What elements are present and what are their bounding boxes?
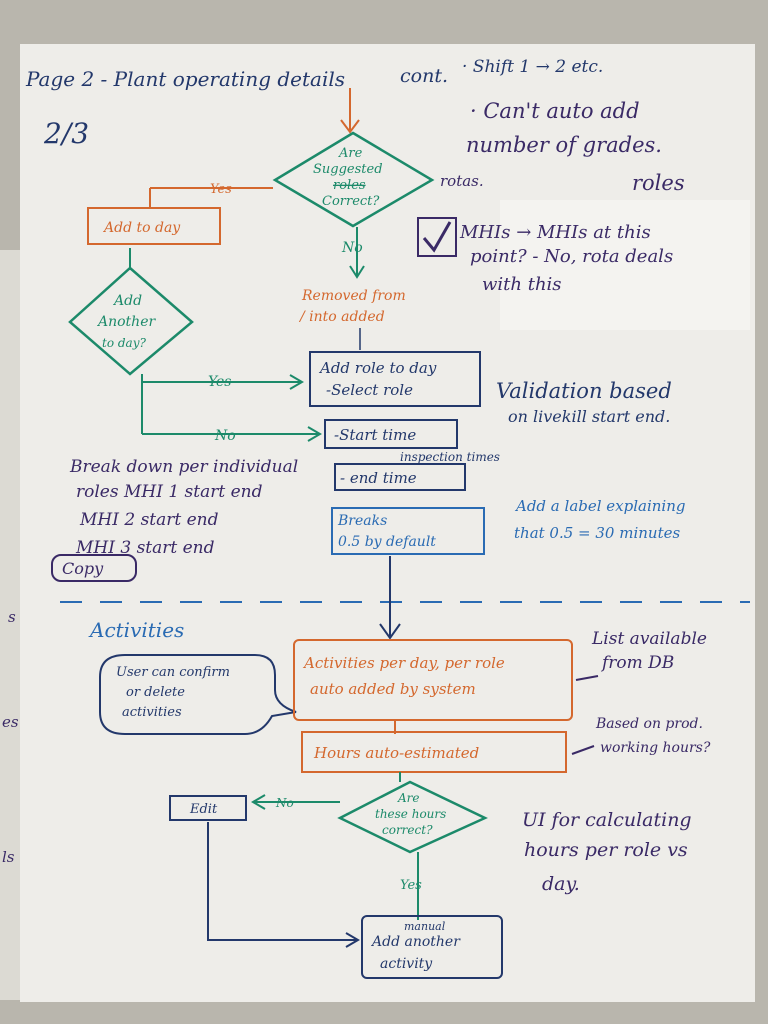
decision2-line2: Another: [96, 314, 156, 330]
start-time-label: -Start time: [334, 426, 416, 444]
breaks-box: [331, 507, 485, 555]
removed-line1: Removed from: [301, 288, 406, 304]
decision1-line1: Are: [338, 146, 363, 161]
left-note-line2: roles MHI 1 start end: [76, 482, 263, 502]
label-note-line2: that 0.5 = 30 minutes: [514, 524, 680, 542]
add-role-line1: Add role to day: [318, 359, 437, 377]
inspection-note: inspection times: [400, 450, 500, 464]
decision2-line1: Add: [112, 293, 142, 309]
add-activity-box: [361, 915, 503, 979]
add-to-day-box: [87, 207, 221, 245]
header-cont: cont.: [400, 65, 448, 87]
no3-arrowhead: [251, 794, 266, 810]
bubble-line3: activities: [122, 705, 182, 720]
checkbox-ticked: [417, 217, 457, 257]
cant-add-line1: · Can't auto add: [470, 99, 640, 123]
end-time-label: - end time: [340, 469, 417, 487]
start-time-box: [324, 419, 458, 449]
left-note-line4: MHI 3 start end: [75, 538, 215, 558]
manual-label: manual: [404, 920, 446, 933]
rotas-note: rotas.: [440, 172, 484, 190]
breaks-line2: 0.5 by default: [338, 534, 436, 550]
hours-box-label: Hours auto-estimated: [313, 744, 479, 762]
yes2-arrowhead: [289, 374, 304, 390]
mhis-line1: MHIs → MHIs at this: [459, 222, 651, 243]
edge-fragment-2: es: [2, 713, 19, 731]
edit-to-add-activity: [207, 822, 356, 941]
ui-note-line3: day.: [542, 873, 580, 895]
list-note-line2: from DB: [600, 653, 674, 673]
left-note-line1: Break down per individual: [69, 457, 298, 477]
mhis-line3: with this: [482, 274, 562, 295]
edge-fragment-1: s: [8, 608, 16, 626]
edge-fragment-3: ls: [2, 848, 15, 866]
mhis-line2: point? - No, rota deals: [470, 246, 673, 267]
bubble-line1: User can confirm: [116, 665, 230, 680]
no2-label: No: [214, 428, 236, 444]
no1-label: No: [341, 240, 363, 256]
speech-bubble: [99, 654, 297, 735]
edit-arrowhead: [345, 932, 360, 948]
add-role-line2: -Select role: [326, 381, 413, 399]
yes3-label: Yes: [400, 878, 422, 893]
decision2-line3: to day?: [102, 336, 146, 350]
hours-box: [301, 731, 567, 773]
decision1-diamond: [272, 131, 435, 228]
add-role-box: [309, 351, 481, 407]
cant-add-line3: roles: [632, 171, 685, 195]
validation-line2: on livekill start end.: [508, 407, 670, 426]
ui-note-line2: hours per role vs: [524, 839, 688, 861]
no2-arrowhead: [307, 426, 322, 442]
edit-box: [169, 795, 247, 821]
decision3-line2: these hours: [375, 807, 446, 821]
decision1-line4: Correct?: [322, 194, 380, 209]
based-note-line2: working hours?: [600, 740, 711, 756]
breaks-to-activities-arrowhead: [379, 623, 401, 640]
header-title: Page 2 - Plant operating details: [25, 67, 345, 91]
paper-glare: [500, 200, 750, 330]
decision3-line3: correct?: [382, 823, 433, 837]
decision1-line3: roles: [333, 178, 366, 193]
no3-label: No: [275, 796, 294, 810]
activities-box-line1: Activities per day, per role: [302, 654, 505, 672]
copy-label: Copy: [62, 559, 104, 578]
decision2-diamond: [68, 266, 194, 376]
page-number: 2/3: [43, 117, 89, 150]
activities-box: [293, 639, 573, 721]
add-to-day-label: Add to day: [102, 220, 181, 236]
decision1-line2: Suggested: [313, 162, 383, 177]
based-note-line1: Based on prod.: [595, 716, 703, 732]
based-note-connector: [571, 745, 595, 755]
bubble-line2: or delete: [126, 685, 185, 700]
header-shift-note: · Shift 1 → 2 etc.: [462, 57, 603, 77]
activities-box-line2: auto added by system: [310, 680, 476, 698]
tick-mark: [422, 221, 452, 253]
validation-line1: Validation based: [496, 379, 672, 403]
add-activity-line2: activity: [380, 956, 433, 972]
no1-arrowhead: [349, 265, 365, 279]
removed-line2: / into added: [298, 309, 385, 325]
breaks-line1: Breaks: [337, 513, 387, 529]
cant-add-line2: number of grades.: [466, 133, 662, 157]
copy-box: [51, 554, 137, 582]
list-note-line1: List available: [591, 629, 707, 649]
activities-heading: Activities: [88, 618, 184, 642]
left-note-line3: MHI 2 start end: [79, 510, 219, 530]
add-activity-line1: Add another: [370, 934, 461, 950]
end-time-box: [334, 463, 466, 491]
decision3-diamond: [337, 780, 488, 854]
label-note-line1: Add a label explaining: [514, 497, 686, 515]
decision3-line1: Are: [397, 791, 420, 805]
edit-label: Edit: [189, 802, 218, 817]
list-note-connector: [575, 675, 599, 681]
yes1-label: Yes: [210, 182, 232, 197]
arrowhead-decision1: [340, 119, 360, 134]
yes2-label: Yes: [208, 374, 232, 390]
ui-note-line1: UI for calculating: [522, 809, 692, 831]
